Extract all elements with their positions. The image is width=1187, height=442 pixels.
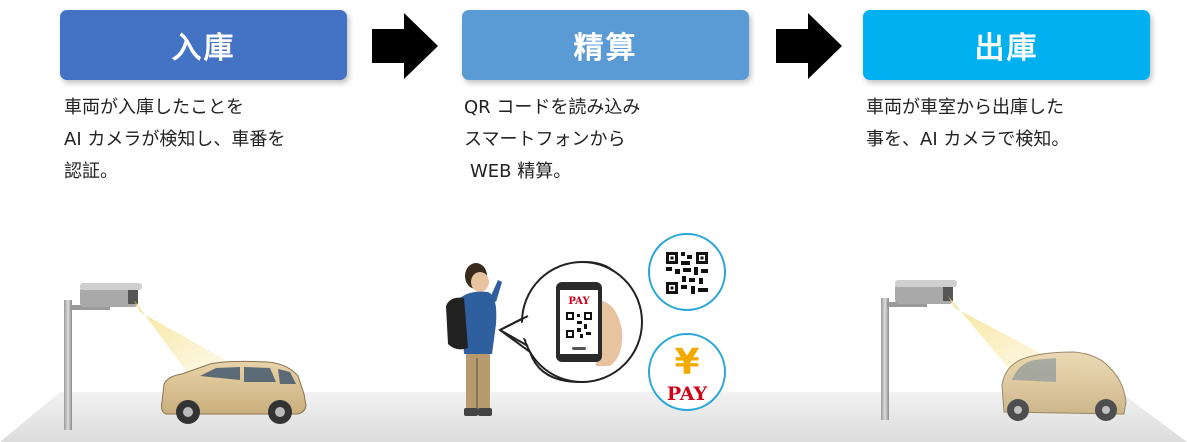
desc-line: QR コードを読み込み	[464, 97, 641, 118]
step-box-exit: 出庫	[863, 10, 1150, 80]
yen-pay-icon: ¥ PAY	[648, 333, 726, 411]
car-icon	[1001, 351, 1127, 421]
security-camera-icon	[881, 280, 957, 420]
pay-label: PAY	[667, 383, 708, 405]
desc-line: スマートフォンから	[464, 129, 626, 150]
desc-line: 車両が車室から出庫した	[866, 97, 1064, 118]
person-with-phone-icon	[446, 263, 502, 416]
arrow-right-icon	[776, 13, 842, 79]
step-title-payment: 精算	[573, 31, 638, 66]
qr-code-icon	[648, 233, 726, 311]
step-title-entry: 入庫	[171, 31, 236, 66]
step-title-exit: 出庫	[974, 31, 1039, 66]
desc-line: 車両が入庫したことを	[64, 97, 244, 118]
step-box-payment: 精算	[462, 10, 749, 80]
phone-pay-text: PAY	[568, 296, 590, 307]
car-icon	[161, 360, 307, 424]
yen-symbol: ¥	[674, 342, 699, 383]
step-description-payment: QR コードを読み込み スマートフォンから WEB 精算。	[464, 92, 640, 188]
arrow-right-icon	[372, 13, 438, 79]
desc-line: 認証。	[64, 161, 118, 182]
security-camera-icon	[64, 283, 142, 430]
phone-speech-bubble: PAY	[498, 260, 643, 384]
desc-line: 事を、AI カメラで検知。	[866, 129, 1070, 150]
desc-line: AI カメラが検知し、車番を	[64, 129, 286, 150]
step-description-entry: 車両が入庫したことを AI カメラが検知し、車番を 認証。	[64, 92, 285, 188]
step-box-entry: 入庫	[60, 10, 347, 80]
step-description-exit: 車両が車室から出庫した 事を、AI カメラで検知。	[866, 92, 1069, 156]
qr-code-icon	[566, 312, 592, 338]
desc-line: WEB 精算。	[470, 161, 572, 182]
